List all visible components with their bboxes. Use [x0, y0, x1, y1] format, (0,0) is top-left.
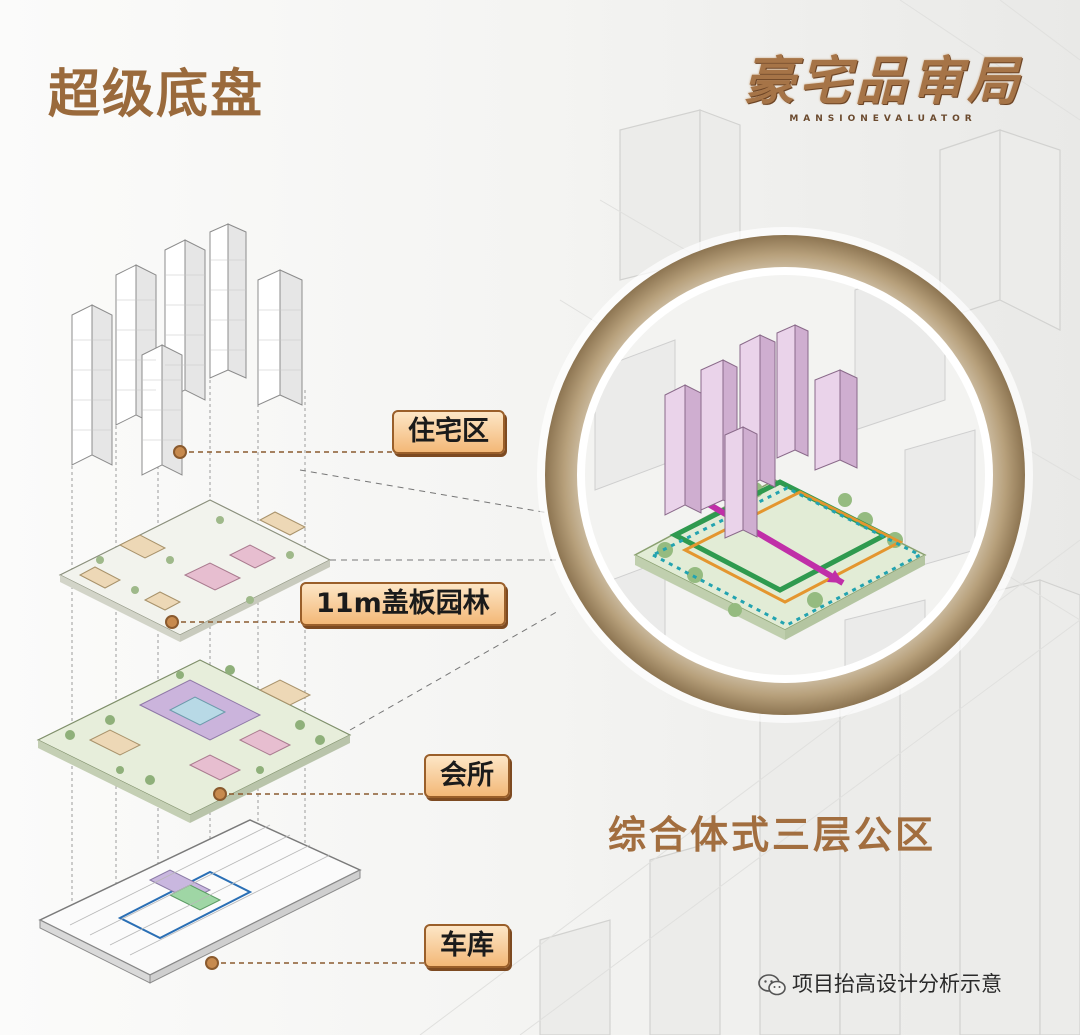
residential-towers: [71, 223, 303, 476]
garage-layer: [38, 819, 362, 984]
leader-dot-clubhouse: [213, 787, 227, 801]
label-clubhouse: 会所: [424, 754, 510, 798]
page-title: 超级底盘: [48, 64, 265, 125]
brand-logo-subtext: MANSIONEVALUATOR: [789, 114, 977, 124]
brand-logo-text: 豪宅品审局: [742, 51, 1023, 112]
wechat-icon: [758, 974, 786, 996]
leader-dot-podium: [165, 615, 179, 629]
label-podium-garden: 11m盖板园林: [300, 582, 506, 626]
section-subtitle: 综合体式三层公区: [608, 813, 937, 857]
footer-caption: 项目抬高设计分析示意: [758, 968, 1002, 998]
label-garage: 车库: [424, 924, 510, 968]
exploded-layers-diagram: [36, 223, 560, 984]
leader-dot-residential: [173, 445, 187, 459]
magnified-circle: [537, 227, 1033, 723]
podium-garden-layer: [58, 499, 332, 642]
clubhouse-layer: [36, 659, 352, 823]
brand-logo: 豪宅品审局 MANSIONEVALUATOR: [738, 51, 1028, 125]
footer-caption-text: 项目抬高设计分析示意: [792, 972, 1002, 996]
label-residential: 住宅区: [392, 410, 505, 454]
leader-dot-garage: [205, 956, 219, 970]
